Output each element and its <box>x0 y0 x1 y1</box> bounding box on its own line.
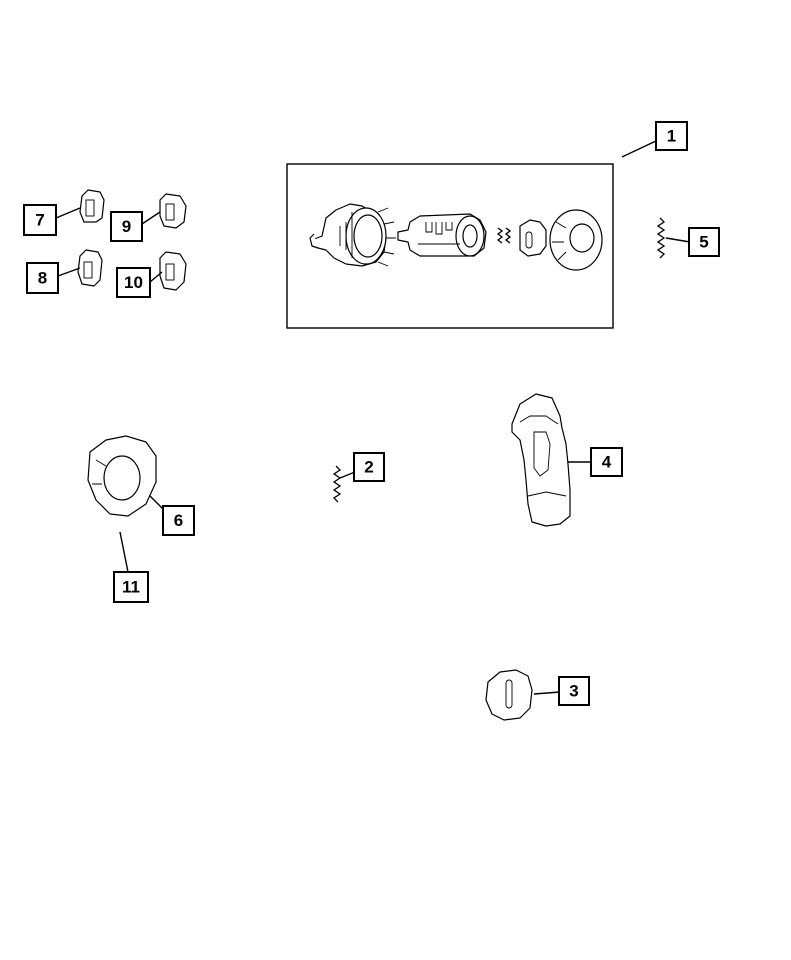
callout-4-label: 4 <box>602 453 612 472</box>
leader-1 <box>621 139 659 158</box>
cap-drawing <box>485 669 533 721</box>
sleeve-housing-drawing <box>511 393 571 527</box>
bezel-ring-drawing <box>549 209 603 271</box>
clip-9-drawing <box>159 193 187 229</box>
callout-1: 1 <box>655 121 688 151</box>
callout-6-label: 6 <box>174 511 183 530</box>
callout-7: 7 <box>23 204 57 236</box>
callout-11: 11 <box>113 571 149 603</box>
callout-4: 4 <box>590 447 623 477</box>
tumbler-drawing <box>519 219 547 257</box>
leader-11 <box>119 531 129 573</box>
callout-5-label: 5 <box>699 233 708 252</box>
spring-2-drawing <box>332 465 342 503</box>
callout-3: 3 <box>558 676 590 706</box>
leader-9 <box>141 211 161 225</box>
callout-8-label: 8 <box>38 269 47 288</box>
callout-2: 2 <box>353 452 385 482</box>
leader-5 <box>665 237 691 243</box>
callout-7-label: 7 <box>35 211 44 230</box>
callout-10-label: 10 <box>124 273 143 292</box>
leader-2 <box>339 471 356 479</box>
callout-6: 6 <box>162 505 195 536</box>
small-springs-drawing <box>496 227 512 244</box>
leader-7 <box>55 207 81 219</box>
callout-3-label: 3 <box>569 682 578 701</box>
spring-5-drawing <box>656 217 666 259</box>
leader-6 <box>149 495 165 511</box>
callout-9-label: 9 <box>122 217 131 236</box>
lock-cylinder-assembly <box>286 163 614 329</box>
washer-drawing <box>87 435 157 517</box>
clip-7-drawing <box>79 189 105 223</box>
leader-3 <box>533 691 561 695</box>
callout-2-label: 2 <box>364 458 373 477</box>
leader-8 <box>57 267 81 277</box>
callout-1-label: 1 <box>667 127 676 146</box>
callout-11-label: 11 <box>122 578 140 597</box>
assembly-frame <box>286 163 614 329</box>
callout-9: 9 <box>110 211 143 242</box>
leader-10 <box>149 271 163 283</box>
clip-8-drawing <box>77 249 103 287</box>
lock-housing-drawing <box>309 203 396 267</box>
callout-10: 10 <box>116 267 151 298</box>
callout-5: 5 <box>688 227 720 257</box>
key-cylinder-drawing <box>397 213 487 257</box>
clip-10-drawing <box>159 251 187 291</box>
callout-8: 8 <box>26 262 59 294</box>
